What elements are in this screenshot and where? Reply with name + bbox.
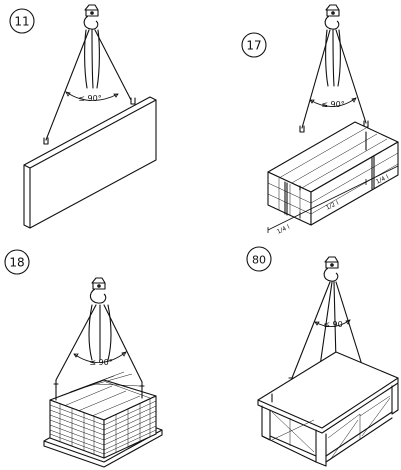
crane-hook-icon (89, 277, 107, 304)
panel-17-number-badge: 17 (241, 32, 267, 58)
panel-80: 80 ≤ 90 (246, 246, 399, 467)
angle-label: ≤ 90° (78, 94, 101, 103)
panel-17-number: 17 (246, 39, 261, 53)
plate-load (23, 96, 157, 229)
panel-17: 17 ≤ 90° (241, 4, 399, 236)
crane-hook-icon (324, 4, 340, 30)
timber-bundle-load (267, 121, 399, 226)
sling-legs (45, 29, 132, 141)
dimension-line: 1/4 l 1/2 l 1/4 l (267, 163, 399, 236)
steel-frame-load (257, 351, 399, 467)
sling-legs (55, 304, 143, 383)
panel-18: 18 ≤ 90° (4, 249, 163, 468)
angle-arc: ≤ 90 (314, 319, 351, 329)
crane-hook-icon (83, 4, 99, 30)
sling-legs (301, 29, 367, 129)
angle-label: ≤ 90° (321, 100, 344, 109)
crane-hook-icon (323, 256, 339, 282)
panel-80-number: 80 (252, 254, 266, 267)
panel-11-number-badge: 11 (9, 8, 35, 34)
panel-11: 11 ≤ 90° (9, 4, 157, 229)
panel-11-number: 11 (14, 15, 29, 29)
angle-arc: ≤ 90° (309, 97, 357, 109)
brick-stack-load (43, 371, 163, 468)
panel-80-number-badge: 80 (246, 246, 272, 272)
angle-arc: ≤ 90° (73, 351, 127, 367)
panel-18-number: 18 (9, 256, 24, 270)
angle-label: ≤ 90 (323, 320, 342, 329)
angle-arc: ≤ 90° (65, 91, 119, 103)
panel-18-number-badge: 18 (4, 249, 30, 275)
angle-label: ≤ 90° (89, 358, 112, 367)
shackle-icon (43, 97, 136, 145)
